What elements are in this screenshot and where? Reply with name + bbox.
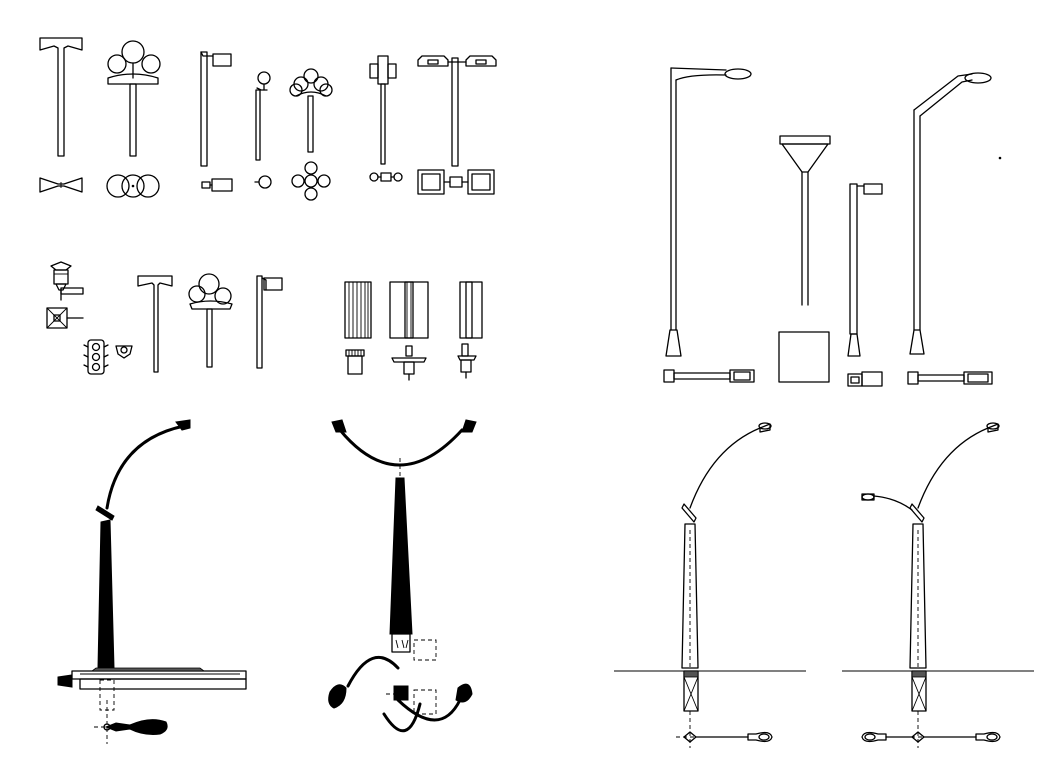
bollard-base-flanged [391,345,427,381]
double-arm-street-lamp-black-elevation [328,419,477,733]
bracket-lamp-plan [201,178,233,192]
arched-street-lamp-black-elevation [57,419,247,744]
double-arm-pole-with-foundation [842,422,1034,748]
t-head-lamp-plan [39,177,83,193]
cluster-globe-lamp-elevation [289,68,333,153]
single-arm-pole-with-foundation [614,422,806,748]
decorative-lamp-elevations-and-plans [39,37,497,201]
twin-floodlight-lamp-plan [417,169,495,195]
double-box-lamp-plan [369,172,403,182]
curved-arm-lamp-elevation [665,67,752,357]
stray-point [998,156,1002,160]
cluster-globe-lamp-plan [291,161,331,201]
small-fixture-and-signal-symbols [46,261,483,381]
short-bracket-lamp-plan [847,371,883,387]
curved-arm-lamp-plan [663,369,755,383]
triple-globe-lamp-plan [106,174,160,198]
bracket-lamp-small [256,275,283,369]
traffic-signal-icon [83,339,109,375]
bracket-lamp-elevation [200,51,232,167]
bollard-base-cylinder [345,349,365,375]
triple-globe-lamp-elevation [107,40,161,157]
modern-street-lamp-set [663,67,1002,387]
single-globe-lamp-plan [254,175,272,189]
signal-head-plan-icon [115,345,133,359]
bollard-base-offset [457,343,477,379]
angled-arm-lamp-elevation [909,72,992,355]
lantern-plan [46,307,84,329]
bollard-elevation-fluted [344,281,372,339]
bollard-elevation-split [389,281,429,339]
twin-floodlight-lamp-elevation [417,55,497,167]
double-box-lamp-elevation [369,55,397,165]
angled-arm-lamp-plan [907,371,993,385]
single-globe-lamp-elevation [255,71,271,161]
inverted-cone-lamp-plan [778,331,830,383]
t-head-lamp-elevation [39,37,83,157]
globe-lamp-small [188,273,233,368]
short-bracket-lamp-elevation [847,183,883,357]
t-head-lamp-small [137,275,173,373]
inverted-cone-lamp-elevation [779,135,831,306]
bollard-elevation-narrow [459,281,483,339]
lantern-wall-bracket [50,261,84,301]
